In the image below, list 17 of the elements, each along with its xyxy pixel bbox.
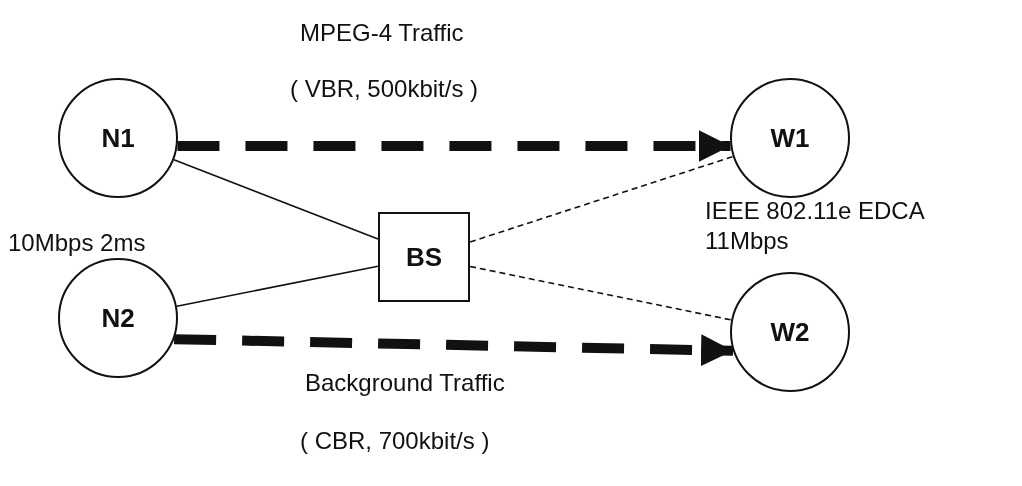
- connection-line: [469, 155, 734, 243]
- annotation-text: MPEG-4 Traffic: [300, 18, 464, 48]
- connection-line: [176, 265, 379, 308]
- annotation-text: Background Traffic: [305, 368, 505, 398]
- node-label: N2: [101, 302, 135, 334]
- node-label: BS: [405, 241, 443, 273]
- annotation-text: IEEE 802.11e EDCA 11Mbps: [705, 196, 925, 256]
- station-box: [378, 212, 470, 302]
- annotation-text: ( CBR, 700kbit/s ): [300, 426, 490, 456]
- arrow: [174, 334, 734, 367]
- node-label: W1: [770, 122, 810, 154]
- annotation-text: 10Mbps 2ms: [8, 228, 146, 258]
- connection-line: [469, 265, 732, 321]
- annotation-text: ( VBR, 500kbit/s ): [290, 74, 479, 104]
- node-label: W2: [770, 316, 810, 348]
- node-label: N1: [101, 122, 135, 154]
- connection-line: [173, 158, 379, 240]
